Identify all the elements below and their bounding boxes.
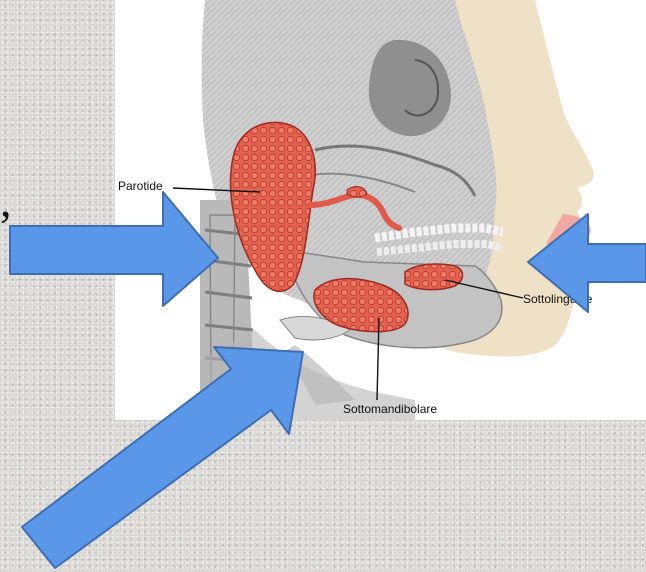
- label-sottomandibolare: Sottomandibolare: [343, 403, 437, 415]
- label-parotide: Parotide: [118, 180, 163, 192]
- stray-comma: ,: [0, 178, 12, 224]
- label-sottolinguale: Sottolinguale: [523, 293, 592, 305]
- anatomy-drawing: [115, 0, 646, 420]
- sublingual-gland: [405, 264, 463, 290]
- salivary-glands-illustration: [115, 0, 646, 420]
